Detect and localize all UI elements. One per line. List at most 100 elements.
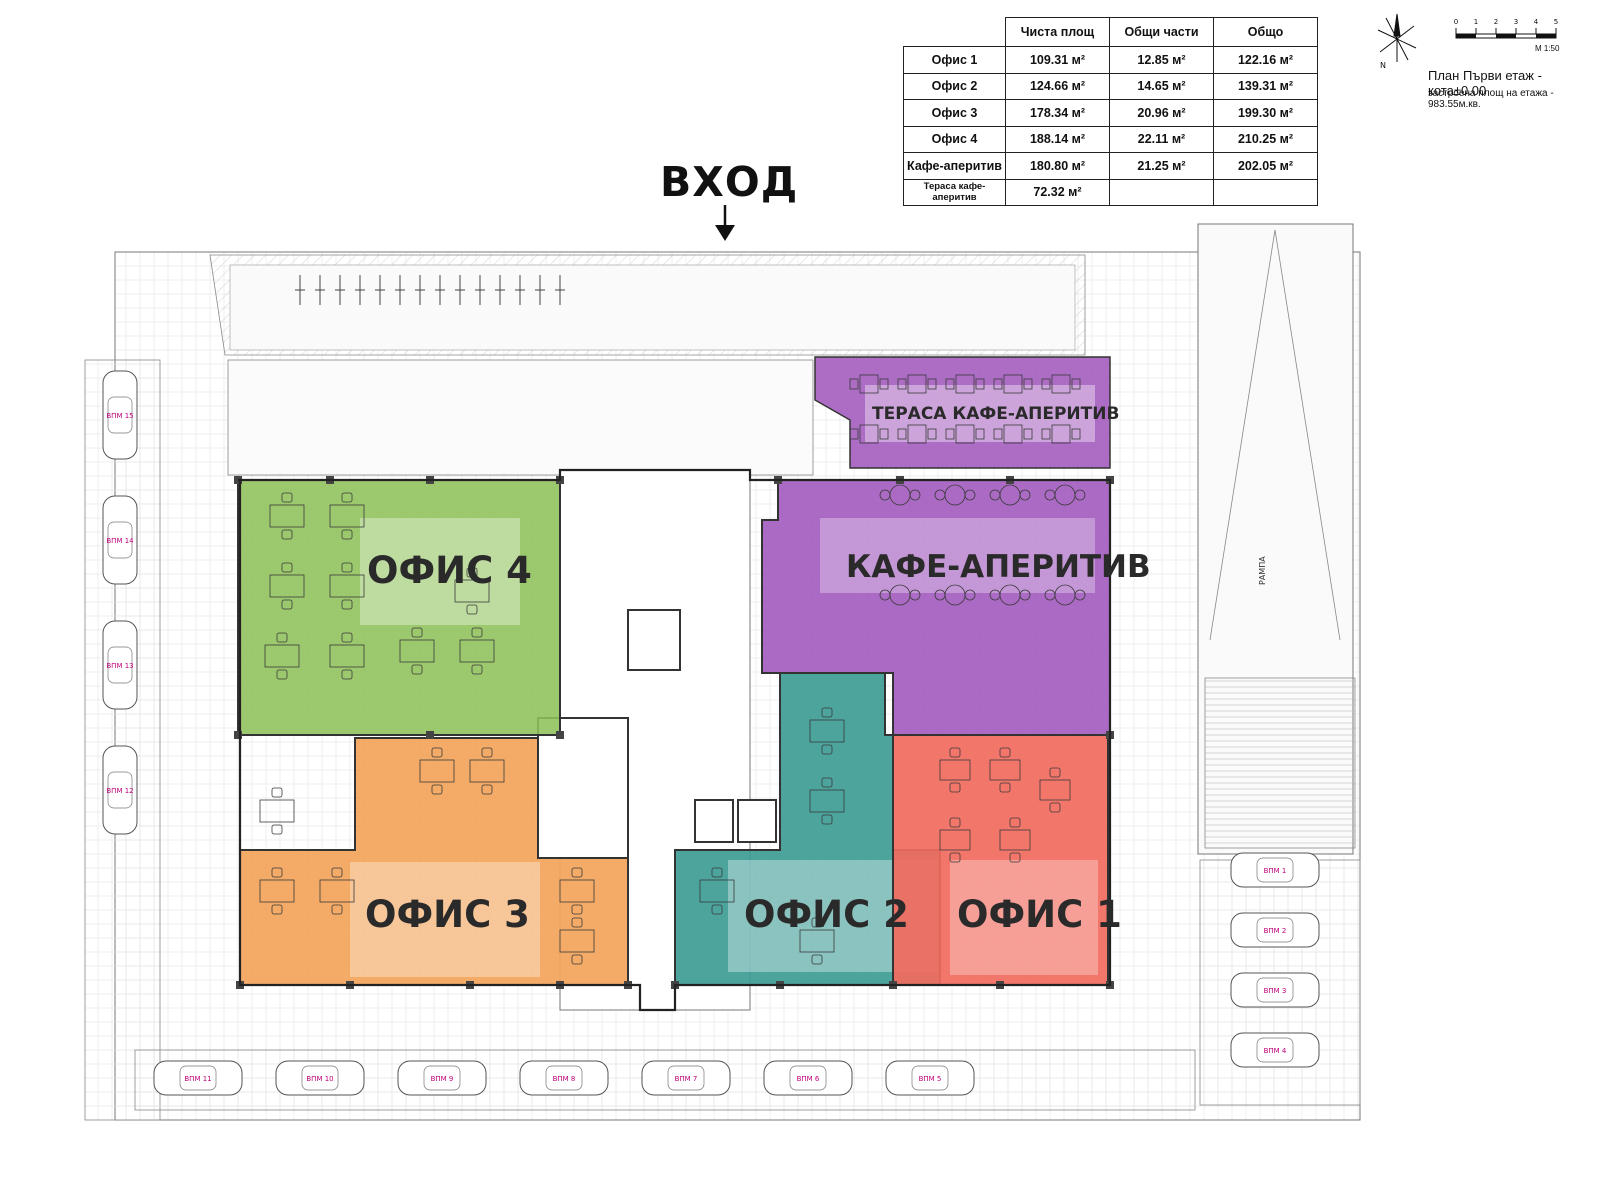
table-row: Офис 2 124.66 м² 14.65 м² 139.31 м² <box>903 72 1318 100</box>
common-area: 20.96 м² <box>1109 99 1214 127</box>
north-arrow-icon: N <box>1377 13 1417 70</box>
desk <box>259 867 295 915</box>
cafe-table <box>993 374 1033 394</box>
cafe-table <box>849 374 889 394</box>
table-row: Офис 4 188.14 м² 22.11 м² 210.25 м² <box>903 125 1318 153</box>
parking-bay: ВПМ 3 <box>1230 972 1320 1008</box>
parking-bay: ВПМ 15 <box>102 370 138 460</box>
desk <box>939 747 971 793</box>
parking-bay: ВПМ 1 <box>1230 852 1320 888</box>
table-header-row: Чиста площ Общи части Общо <box>903 17 1318 47</box>
parking-label: ВПМ 8 <box>553 1075 576 1083</box>
net-area: 178.34 м² <box>1005 99 1110 127</box>
total-area: 202.05 м² <box>1213 152 1318 180</box>
desk <box>454 567 490 615</box>
zone-cafe-highlight <box>820 518 1095 593</box>
desk <box>399 627 435 675</box>
parking-label: ВПМ 13 <box>106 662 133 670</box>
column <box>556 731 564 739</box>
room-zones <box>237 356 1111 986</box>
column-header-common: Общи части <box>1109 17 1214 47</box>
parking-bay: ВПМ 8 <box>519 1060 609 1096</box>
bike-rack <box>335 275 345 305</box>
row-name: Тераса кафе-аперитив <box>903 178 1006 206</box>
parking-label: ВПМ 5 <box>919 1075 942 1083</box>
desk <box>469 747 505 795</box>
desk <box>319 867 355 915</box>
parking-label: ВПМ 9 <box>431 1075 454 1083</box>
parking-bay: ВПМ 9 <box>397 1060 487 1096</box>
common-area: 21.25 м² <box>1109 152 1214 180</box>
row-name: Офис 3 <box>903 99 1006 127</box>
parking-bay: ВПМ 13 <box>102 620 138 710</box>
desk <box>999 817 1031 863</box>
parking-bay: ВПМ 6 <box>763 1060 853 1096</box>
cafe-table <box>897 374 937 394</box>
bike-rack <box>295 275 305 305</box>
zone-office-1 <box>892 734 1109 986</box>
elevator-shaft <box>737 799 777 843</box>
elevator-shaft <box>694 799 734 843</box>
cafe-table <box>879 484 921 506</box>
cafe-table <box>989 484 1031 506</box>
bike-rack <box>435 275 445 305</box>
table-corner <box>903 17 1006 47</box>
parking-label: ВПМ 7 <box>675 1075 698 1083</box>
desk <box>329 492 365 540</box>
cafe-table <box>897 424 937 444</box>
desk <box>809 777 845 825</box>
net-area: 72.32 м² <box>1005 178 1110 206</box>
desk <box>459 627 495 675</box>
cafe-table <box>1041 374 1081 394</box>
net-area: 124.66 м² <box>1005 72 1110 100</box>
scale-tick-label: 0 <box>1454 18 1458 26</box>
scale-tick-label: 2 <box>1494 18 1498 26</box>
desk <box>699 867 735 915</box>
total-area: 139.31 м² <box>1213 72 1318 100</box>
bike-rack <box>355 275 365 305</box>
table-row: Офис 3 178.34 м² 20.96 м² 199.30 м² <box>903 99 1318 127</box>
room-label-office-1: ОФИС 1 <box>957 893 1122 936</box>
zone-terrace-highlight <box>865 385 1095 442</box>
scale-tick-label: 1 <box>1474 18 1478 26</box>
bike-rack <box>475 275 485 305</box>
common-area <box>1109 178 1214 206</box>
cafe-table <box>879 584 921 606</box>
desk <box>419 747 455 795</box>
bike-rack <box>415 275 425 305</box>
desk <box>809 707 845 755</box>
desk <box>939 817 971 863</box>
parking-label: ВПМ 14 <box>106 537 134 545</box>
desk <box>559 917 595 965</box>
bike-rack <box>395 275 405 305</box>
parking-label: ВПМ 6 <box>797 1075 820 1083</box>
table-row: Кафе-аперитив 180.80 м² 21.25 м² 202.05 … <box>903 152 1318 180</box>
desk <box>1039 767 1071 813</box>
row-name: Офис 4 <box>903 125 1006 153</box>
desk <box>329 562 365 610</box>
ramp <box>1197 223 1356 855</box>
table-row: Офис 1 109.31 м² 12.85 м² 122.16 м² <box>903 46 1318 74</box>
zone-office-1-highlight <box>950 860 1098 975</box>
svg-text:N: N <box>1380 61 1386 70</box>
zone-office-3-highlight <box>350 862 540 977</box>
parking-bay: ВПМ 5 <box>885 1060 975 1096</box>
cafe-table <box>945 424 985 444</box>
cafe-table <box>934 484 976 506</box>
scale-tick-label: 4 <box>1534 18 1539 26</box>
total-area: 199.30 м² <box>1213 99 1318 127</box>
parking-bay: ВПМ 10 <box>275 1060 365 1096</box>
parking-label: ВПМ 15 <box>106 412 133 420</box>
scale-tick-label: 5 <box>1554 18 1558 26</box>
parking-label: ВПМ 12 <box>106 787 133 795</box>
parking-label: ВПМ 3 <box>1264 987 1287 995</box>
parking-label: ВПМ 4 <box>1264 1047 1287 1055</box>
parking-bay: ВПМ 11 <box>153 1060 243 1096</box>
area-table: Чиста площ Общи части Общо Офис 1 109.31… <box>903 17 1318 206</box>
cafe-table <box>849 424 889 444</box>
cafe-table <box>1044 484 1086 506</box>
desk <box>559 867 595 915</box>
furniture <box>259 374 1086 965</box>
